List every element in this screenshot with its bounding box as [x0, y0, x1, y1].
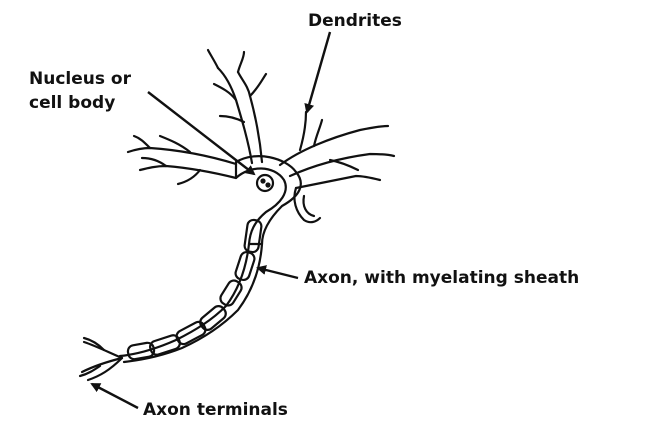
- axon: [120, 219, 262, 362]
- nucleus-label-line2: cell body: [29, 91, 131, 115]
- dendrites-label: Dendrites: [308, 9, 402, 33]
- myelin-segment: [218, 278, 244, 307]
- axon-arrow: [258, 268, 298, 278]
- dendrite-left: [128, 136, 236, 184]
- axon-terminals: [80, 338, 122, 380]
- terminals-arrow: [92, 384, 138, 408]
- dendrites-arrow: [307, 32, 330, 112]
- axon-terminals-label: Axon terminals: [143, 398, 288, 422]
- nucleus-label: Nucleus or cell body: [29, 67, 131, 115]
- myelin-segment: [244, 219, 262, 253]
- nucleus-label-line1: Nucleus or: [29, 67, 131, 91]
- nucleus: [257, 175, 273, 191]
- dendrite-right: [280, 112, 394, 222]
- axon-label: Axon, with myelating sheath: [304, 266, 579, 290]
